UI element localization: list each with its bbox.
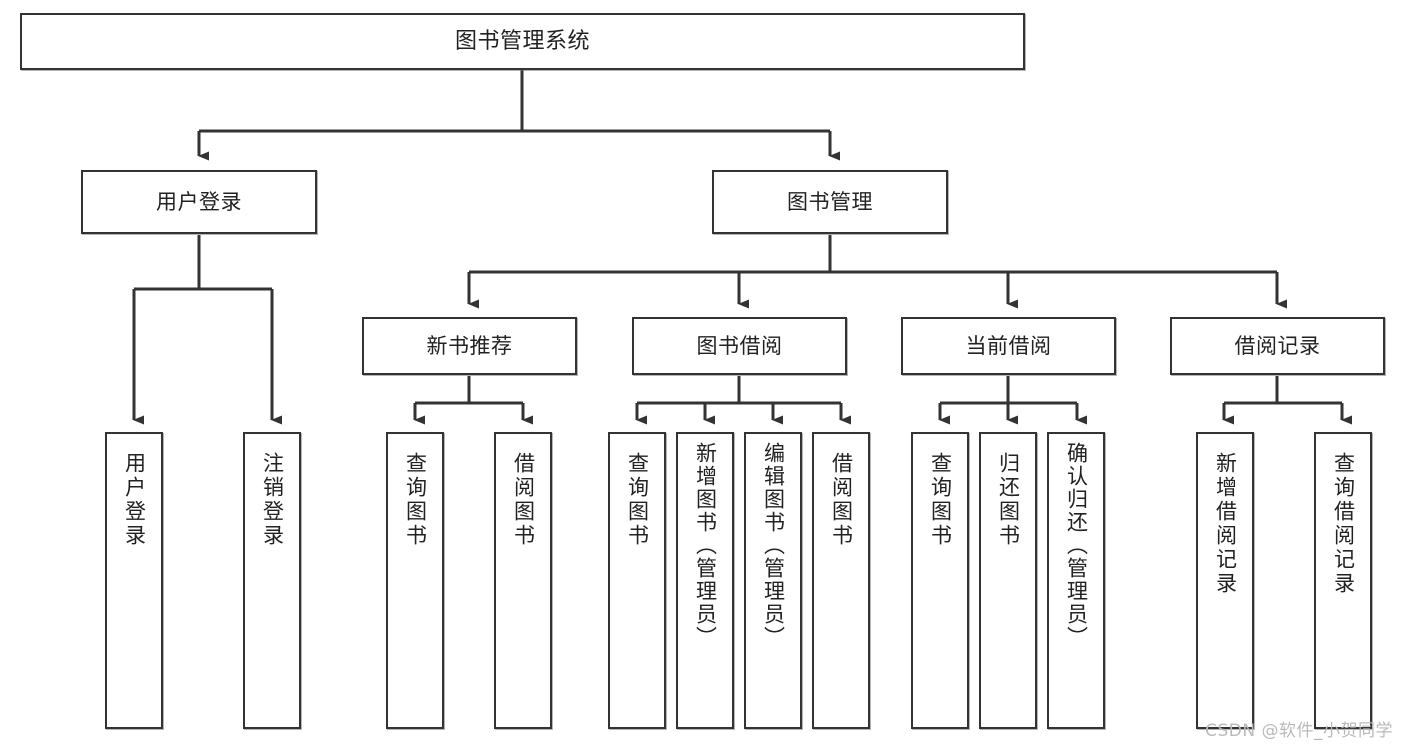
node-label: 图书借阅 (696, 333, 783, 358)
node-book-borrow[interactable]: 图书借阅 (632, 317, 847, 375)
node-leaf-add-book-admin[interactable]: 新增图书（管理员） (676, 432, 734, 729)
node-label: 归还图书 (996, 452, 1021, 548)
node-label: 新书推荐 (426, 333, 513, 358)
node-label: 查询借阅记录 (1331, 452, 1356, 596)
node-label: 借阅图书 (829, 452, 854, 548)
node-leaf-query-book-borrow[interactable]: 查询图书 (608, 432, 666, 729)
node-label: 注销登录 (260, 452, 285, 548)
node-label: 借阅图书 (511, 452, 536, 548)
node-current-borrow[interactable]: 当前借阅 (901, 317, 1116, 375)
node-label: 用户登录 (156, 189, 242, 214)
node-label: 新增借阅记录 (1213, 452, 1238, 596)
node-label: 查询图书 (928, 452, 953, 548)
node-leaf-return-book[interactable]: 归还图书 (979, 432, 1037, 729)
node-leaf-query-book-current[interactable]: 查询图书 (911, 432, 969, 729)
node-label: 查询图书 (625, 452, 650, 548)
node-leaf-confirm-return-admin[interactable]: 确认归还（管理员） (1047, 432, 1105, 729)
node-leaf-query-book-recommend[interactable]: 查询图书 (386, 432, 444, 729)
node-label: 图书管理 (787, 189, 873, 214)
node-borrow-record[interactable]: 借阅记录 (1170, 317, 1385, 375)
node-label: 用户登录 (122, 452, 147, 548)
watermark-text: CSDN @软件_小贺同学 (1205, 721, 1393, 741)
node-label: 图书管理系统 (454, 28, 590, 54)
node-leaf-borrow-book[interactable]: 借阅图书 (812, 432, 870, 729)
node-user-login[interactable]: 用户登录 (81, 170, 317, 234)
node-label: 当前借阅 (965, 333, 1052, 358)
node-label: 借阅记录 (1234, 333, 1321, 358)
node-label: 确认归还（管理员） (1064, 442, 1089, 649)
node-label: 新增图书（管理员） (693, 442, 718, 649)
node-label: 查询图书 (403, 452, 428, 548)
node-leaf-borrow-book-recommend[interactable]: 借阅图书 (494, 432, 552, 729)
node-new-book-recommend[interactable]: 新书推荐 (362, 317, 577, 375)
node-root-book-management-system[interactable]: 图书管理系统 (20, 13, 1025, 70)
node-label: 编辑图书（管理员） (761, 442, 786, 649)
node-leaf-user-login[interactable]: 用户登录 (105, 432, 163, 729)
node-leaf-edit-book-admin[interactable]: 编辑图书（管理员） (744, 432, 802, 729)
node-leaf-add-borrow-record[interactable]: 新增借阅记录 (1196, 432, 1254, 729)
node-leaf-query-borrow-record[interactable]: 查询借阅记录 (1314, 432, 1372, 729)
node-leaf-logout[interactable]: 注销登录 (243, 432, 301, 729)
node-book-management[interactable]: 图书管理 (712, 170, 948, 234)
